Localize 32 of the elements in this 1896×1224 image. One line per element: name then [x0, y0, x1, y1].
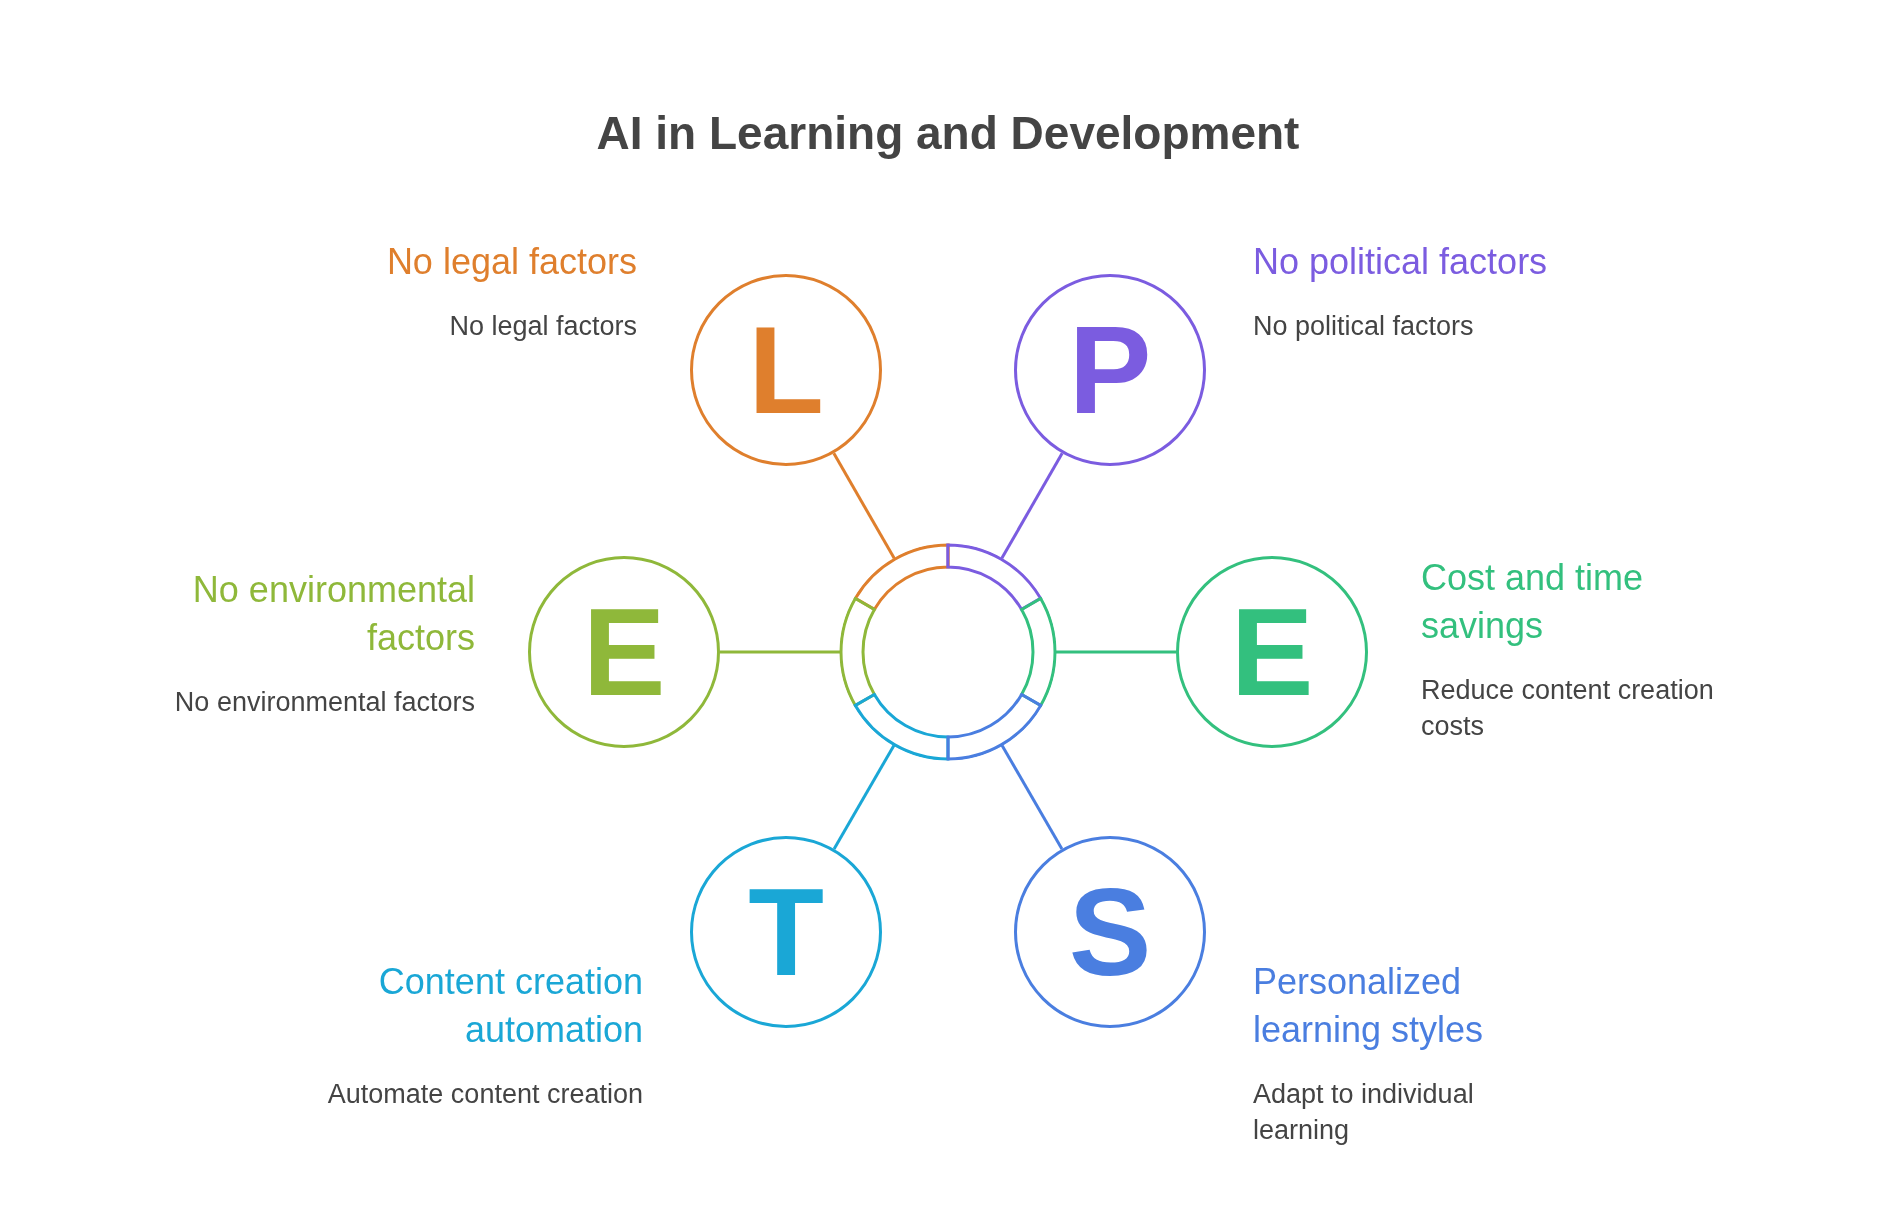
letter-circle — [528, 556, 720, 748]
factor-letter: E — [1229, 582, 1315, 723]
factor-description: No environmental factors — [173, 686, 475, 719]
factor-letter: T — [747, 862, 825, 1003]
connector-line — [720, 650, 840, 654]
letter-circle — [690, 836, 882, 1028]
letter-circle — [1176, 556, 1368, 748]
factor-heading: No legal factors — [385, 240, 637, 284]
factor-letter: L — [747, 300, 825, 441]
letter-circle — [690, 274, 882, 466]
factor-heading: Personalized learning styles — [1253, 960, 1485, 1052]
factor-heading: Cost and time savings — [1421, 556, 1645, 648]
factor-letter: S — [1067, 862, 1153, 1003]
connector-line — [1000, 744, 1064, 850]
connector-line — [832, 452, 896, 560]
connector-line — [832, 744, 896, 850]
factor-description: Reduce content creation costs — [1421, 674, 1715, 743]
factor-description: Automate content creation — [326, 1078, 643, 1111]
connector-line — [1000, 452, 1064, 560]
hub-ring — [839, 543, 1057, 761]
factor-letter: E — [581, 582, 667, 723]
factor-letter: P — [1067, 300, 1153, 441]
factor-heading: Content creation automation — [377, 960, 643, 1052]
letter-circle — [1014, 274, 1206, 466]
factor-description: No legal factors — [448, 310, 637, 343]
factor-heading: No environmental factors — [191, 568, 475, 660]
factor-description: No political factors — [1253, 310, 1475, 343]
factor-heading: No political factors — [1253, 240, 1549, 284]
factor-description: Adapt to individual learning — [1253, 1078, 1475, 1147]
connector-line — [1056, 650, 1176, 654]
letter-circle — [1014, 836, 1206, 1028]
diagram-title: AI in Learning and Development — [595, 106, 1301, 160]
